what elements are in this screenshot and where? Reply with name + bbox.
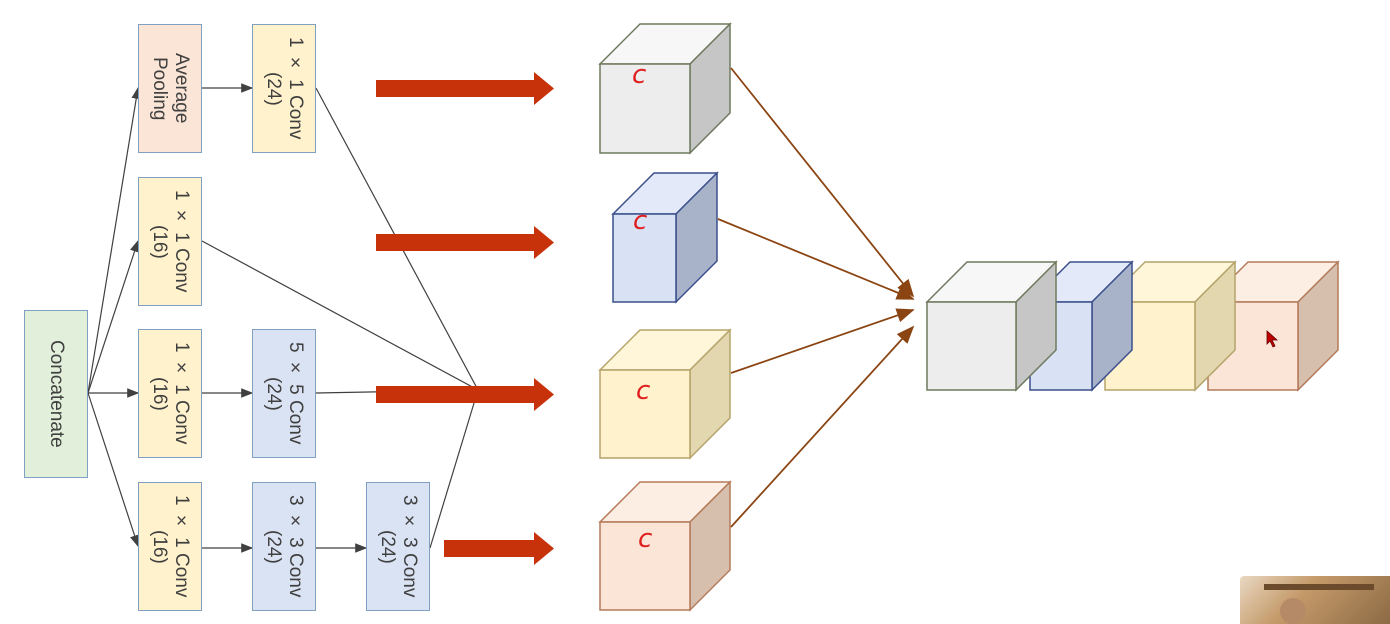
annotation-c-yellow: c xyxy=(636,376,651,406)
branch3-conv5x5-node: 5 × 5 Conv (24) xyxy=(252,329,316,458)
line-b4-to-merge xyxy=(429,389,479,549)
brown-arrow-1 xyxy=(730,67,915,298)
branch2-conv1x1-label: 1 × 1 Conv (16) xyxy=(149,190,192,293)
mouse-cursor-icon xyxy=(1266,330,1279,348)
branch4-conv1x1-label: 1 × 1 Conv (16) xyxy=(149,495,192,598)
average-pooling-node: Average Pooling xyxy=(138,24,202,153)
annotation-c-blue: c xyxy=(633,206,648,236)
output-gray xyxy=(925,260,1058,392)
arrow-concat-to-b2 xyxy=(87,239,140,394)
concatenate-node: Concatenate xyxy=(24,310,88,478)
arrow-concat-to-pool xyxy=(87,86,141,394)
red-arrow-4 xyxy=(444,532,554,565)
average-pooling-label: Average Pooling xyxy=(149,53,192,124)
shelf-shape xyxy=(1264,584,1374,590)
brown-arrow-2 xyxy=(717,218,915,300)
branch4-conv3x3-a-label: 3 × 3 Conv (24) xyxy=(263,495,306,598)
branch4-conv1x1-node: 1 × 1 Conv (16) xyxy=(138,482,202,611)
branch4-conv3x3-a-node: 3 × 3 Conv (24) xyxy=(252,482,316,611)
arrow-concat-to-b4 xyxy=(87,392,140,548)
branch3-conv1x1-label: 1 × 1 Conv (16) xyxy=(149,342,192,445)
cube-peach xyxy=(598,480,732,612)
brown-arrow-4 xyxy=(730,325,915,528)
brown-arrow-3 xyxy=(730,308,915,374)
red-arrow-2 xyxy=(376,226,554,259)
branch2-conv1x1-node: 1 × 1 Conv (16) xyxy=(138,177,202,306)
cube-gray xyxy=(598,22,732,155)
branch1-conv1x1-label: 1 × 1 Conv (24) xyxy=(263,37,306,140)
branch3-conv1x1-node: 1 × 1 Conv (16) xyxy=(138,329,202,458)
line-b2-to-merge xyxy=(201,240,479,391)
branch4-conv3x3-b-node: 3 × 3 Conv (24) xyxy=(366,482,430,611)
cube-blue xyxy=(611,171,719,304)
red-arrow-1 xyxy=(376,72,554,105)
person-head-shape xyxy=(1280,598,1306,624)
branch4-conv3x3-b-label: 3 × 3 Conv (24) xyxy=(377,495,420,598)
concatenate-label: Concatenate xyxy=(46,340,67,448)
webcam-thumbnail xyxy=(1240,576,1390,624)
annotation-c-gray: c xyxy=(632,60,647,90)
cube-yellow xyxy=(598,328,732,460)
branch1-conv1x1-node: 1 × 1 Conv (24) xyxy=(252,24,316,153)
branch3-conv5x5-label: 5 × 5 Conv (24) xyxy=(263,342,306,445)
red-arrow-3 xyxy=(376,378,554,411)
annotation-c-peach: c xyxy=(638,524,653,554)
